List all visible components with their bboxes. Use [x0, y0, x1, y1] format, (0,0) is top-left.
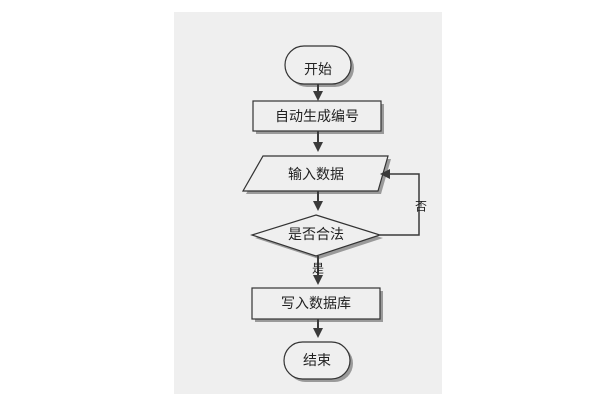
- edge-label-yes: 是: [312, 262, 324, 276]
- auto-number-label: 自动生成编号: [275, 109, 359, 125]
- edge-label-no: 否: [415, 200, 427, 214]
- end-label: 结束: [303, 353, 331, 369]
- is-valid-node: 是否合法: [250, 214, 383, 259]
- input-data-label: 输入数据: [288, 167, 344, 183]
- end-node: 结束: [283, 341, 353, 382]
- auto-number-node: 自动生成编号: [252, 100, 384, 134]
- write-db-node: 写入数据库: [251, 287, 383, 322]
- write-db-label: 写入数据库: [281, 296, 351, 312]
- start-node: 开始: [284, 45, 354, 87]
- is-valid-label: 是否合法: [288, 227, 344, 243]
- input-data-node: 输入数据: [241, 155, 391, 194]
- edge-no-loop: [380, 169, 420, 236]
- start-label: 开始: [304, 62, 332, 78]
